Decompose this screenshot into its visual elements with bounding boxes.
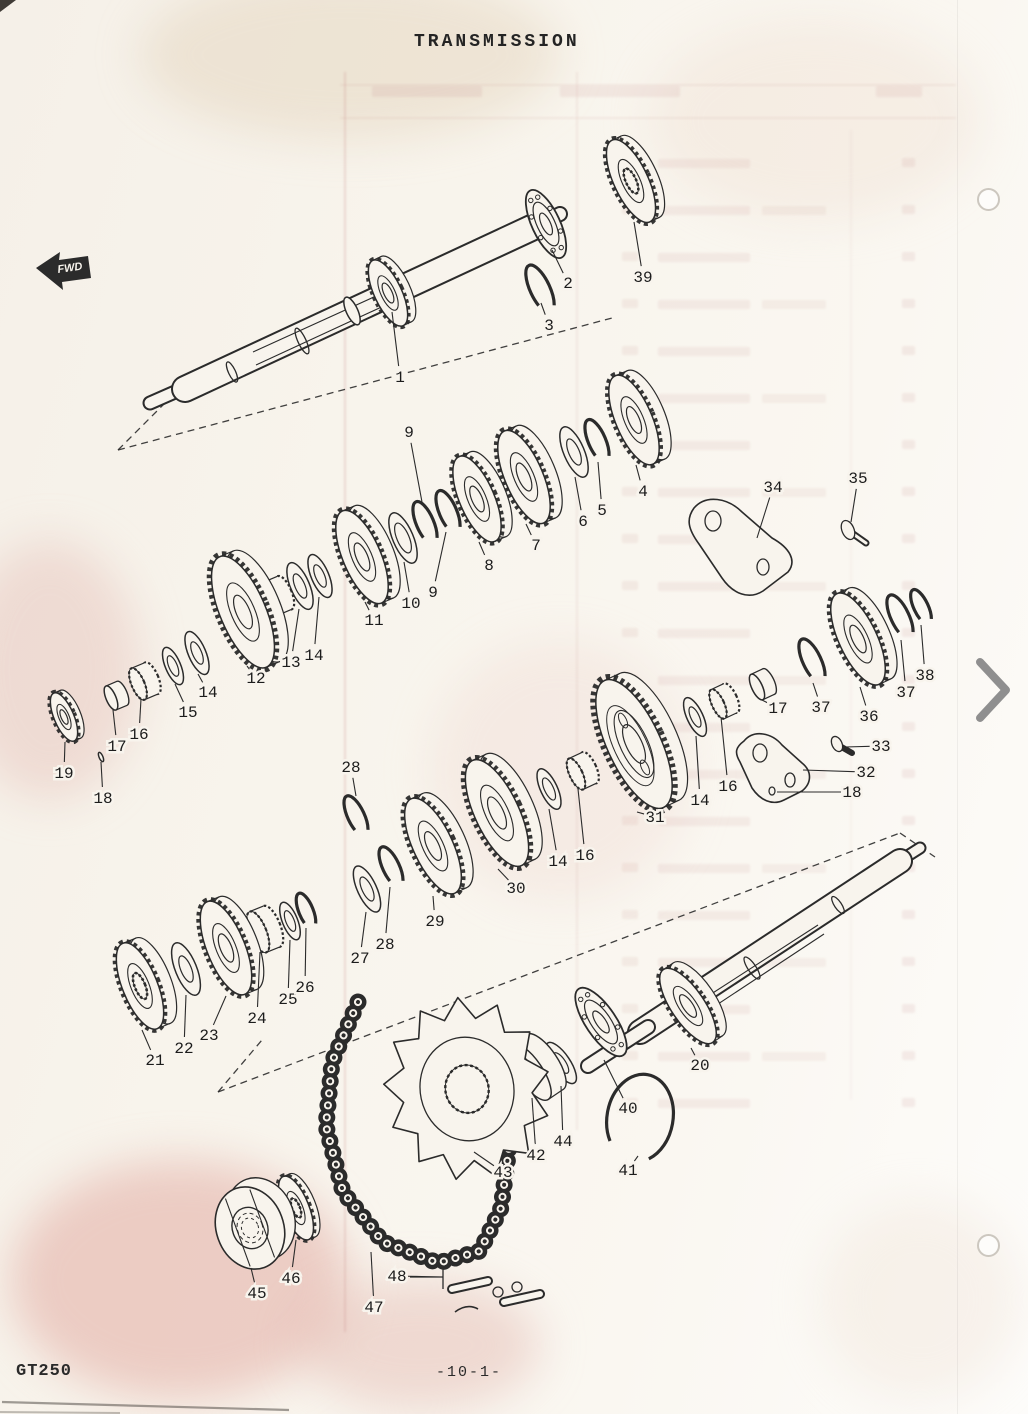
callout-33: 33: [871, 738, 890, 756]
callout-5: 5: [597, 502, 607, 520]
page-number: -10-1-: [436, 1364, 503, 1381]
callout-47: 47: [364, 1299, 383, 1317]
callout-29: 29: [425, 913, 444, 931]
callout-6: 6: [578, 513, 588, 531]
callout-22: 22: [174, 1040, 193, 1058]
callout-37: 37: [811, 699, 830, 717]
callout-1: 1: [395, 369, 405, 387]
callout-3: 3: [544, 317, 554, 335]
callout-7: 7: [531, 537, 541, 555]
callout-2: 2: [563, 275, 573, 293]
callout-9: 9: [404, 424, 414, 442]
callout-18: 18: [93, 790, 112, 808]
callout-39: 39: [633, 269, 652, 287]
callout-28: 28: [341, 759, 360, 777]
callout-18: 18: [842, 784, 861, 802]
callout-34: 34: [763, 479, 782, 497]
callout-31: 31: [645, 809, 664, 827]
callout-14: 14: [690, 792, 709, 810]
callout-32: 32: [856, 764, 875, 782]
callout-16: 16: [575, 847, 594, 865]
callout-48: 48: [387, 1268, 406, 1286]
callout-46: 46: [281, 1270, 300, 1288]
callout-17: 17: [107, 738, 126, 756]
callout-45: 45: [247, 1285, 266, 1303]
callout-14: 14: [198, 684, 217, 702]
callout-36: 36: [859, 708, 878, 726]
chevron-right-icon: [976, 658, 1010, 722]
callout-21: 21: [145, 1052, 164, 1070]
callout-10: 10: [401, 595, 420, 613]
model-label: GT250: [16, 1362, 73, 1381]
callout-28: 28: [375, 936, 394, 954]
callout-14: 14: [548, 853, 567, 871]
callout-23: 23: [199, 1027, 218, 1045]
next-page-chevron[interactable]: [972, 656, 1014, 724]
callout-17: 17: [768, 700, 787, 718]
callout-35: 35: [848, 470, 867, 488]
callout-43: 43: [493, 1164, 512, 1182]
callout-15: 15: [178, 704, 197, 722]
verso-bleed-through: [340, 72, 956, 1332]
callout-25: 25: [278, 991, 297, 1009]
callout-11: 11: [364, 612, 383, 630]
callout-16: 16: [718, 778, 737, 796]
binder-hole-top: [977, 188, 1000, 211]
page-title: TRANSMISSION: [414, 32, 580, 52]
callout-16: 16: [129, 726, 148, 744]
callout-12: 12: [246, 670, 265, 688]
callout-24: 24: [247, 1010, 266, 1028]
callout-20: 20: [690, 1057, 709, 1075]
callout-13: 13: [281, 654, 300, 672]
callout-4: 4: [638, 483, 648, 501]
callout-8: 8: [484, 557, 494, 575]
callout-9: 9: [428, 584, 438, 602]
callout-38: 38: [915, 667, 934, 685]
binder-hole-bottom: [977, 1234, 1000, 1257]
callout-19: 19: [54, 765, 73, 783]
fwd-arrow-label: FWD: [57, 261, 84, 276]
callout-27: 27: [350, 950, 369, 968]
callout-30: 30: [506, 880, 525, 898]
diagram-art: FWD: [0, 0, 936, 1414]
callout-14: 14: [304, 647, 323, 665]
callout-42: 42: [526, 1147, 545, 1165]
callout-37: 37: [896, 684, 915, 702]
callout-44: 44: [553, 1133, 572, 1151]
callout-26: 26: [295, 979, 314, 997]
callout-41: 41: [618, 1162, 637, 1180]
callout-40: 40: [618, 1100, 637, 1118]
